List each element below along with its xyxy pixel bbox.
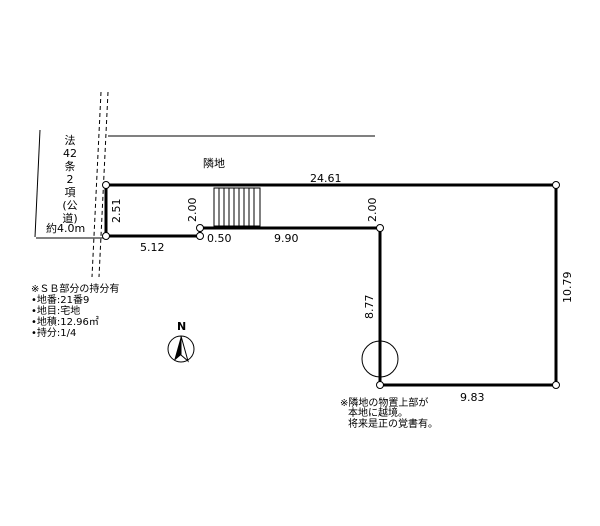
sb-note-line: •地積:12.96㎡	[31, 315, 99, 328]
dim-bottom-left: 5.12	[140, 241, 165, 254]
vertex-marker	[376, 224, 384, 232]
vertex-marker	[196, 232, 204, 240]
dim-top: 24.61	[310, 172, 342, 185]
road-label-char: 道)	[62, 211, 77, 225]
dim-bottom-right: 9.83	[460, 391, 485, 404]
sb-note-line: •地番:21番9	[31, 293, 89, 306]
lot-boundary	[104, 183, 558, 387]
sb-note: ※ＳＢ部分の持分有 •地番:21番9 •地目:宅地 •地積:12.96㎡ •持分…	[31, 282, 119, 339]
vertex-marker	[552, 381, 560, 389]
sb-note-line: •持分:1/4	[31, 326, 76, 339]
road-label: 法 42 条 2 項 (公 道)	[62, 133, 77, 225]
dim-stair-height: 2.00	[186, 198, 199, 223]
road-width-label: 約4.0m	[46, 221, 85, 235]
vertex-marker	[102, 181, 110, 189]
dim-left: 2.51	[110, 199, 123, 224]
neighbor-label: 隣地	[203, 156, 225, 170]
road-label-char: 項	[65, 186, 76, 199]
encroach-note-line: 将来是正の覚書有。	[348, 417, 438, 430]
encroachment-circle	[361, 340, 399, 378]
north-label: N	[177, 320, 186, 333]
stairs-outline	[213, 187, 261, 227]
encroach-note-line: 本地に越境。	[348, 406, 408, 419]
north-arrow-icon-right	[180, 335, 189, 363]
vertex-marker	[102, 232, 110, 240]
north-arrow-icon	[174, 336, 181, 361]
vertex-marker	[376, 381, 384, 389]
dim-mid: 9.90	[274, 232, 299, 245]
vertex-marker	[196, 224, 204, 232]
road-solid-line	[34, 129, 41, 238]
stairs	[213, 187, 261, 227]
road-edge-left	[91, 91, 102, 278]
dim-jog: 0.50	[207, 232, 232, 245]
road-label-char: (公	[62, 199, 77, 212]
dim-inner-vertical: 8.77	[363, 295, 376, 320]
north-arrow: N	[167, 320, 195, 363]
road-label-char: 42	[63, 147, 77, 160]
sb-note-line: •地目:宅地	[31, 304, 80, 317]
encroach-note: ※隣地の物置上部が 本地に越境。 将来是正の覚書有。	[340, 396, 438, 430]
dim-right: 10.79	[561, 272, 574, 304]
road-label-char: 法	[65, 133, 76, 147]
vertex-marker	[552, 181, 560, 189]
road-label-char: 2	[67, 173, 74, 186]
dim-step-height: 2.00	[366, 198, 379, 223]
road-label-char: 条	[65, 159, 76, 173]
sb-note-title: ※ＳＢ部分の持分有	[31, 282, 119, 295]
encroach-note-line: ※隣地の物置上部が	[340, 396, 428, 409]
lot-vertices	[102, 181, 560, 389]
